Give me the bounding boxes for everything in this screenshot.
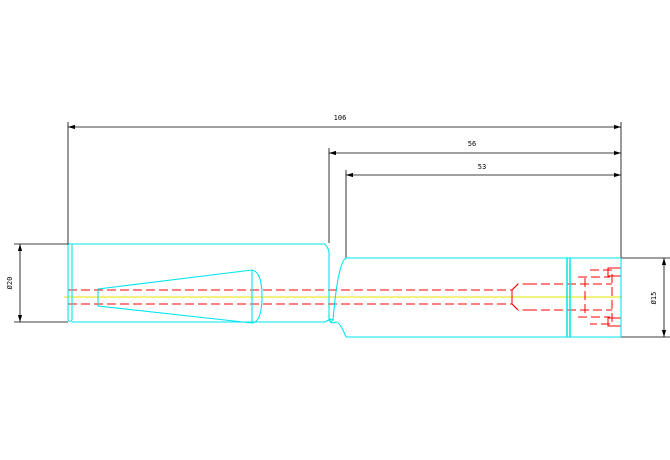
head-flange (67, 242, 73, 323)
dimension-head-diameter (14, 243, 68, 323)
hidden-slot-top (607, 267, 622, 277)
hidden-slot-outline (590, 269, 613, 325)
dimension-overall (67, 122, 622, 258)
shaft-length-label: 53 (478, 163, 486, 171)
part-outline (67, 242, 622, 338)
hidden-slot-bottom (607, 317, 622, 327)
hidden-bore-end (511, 283, 519, 311)
shoulder-lower-curve (328, 317, 347, 338)
dimension-shaft-diameter (621, 257, 670, 338)
shaft-diameter-label: Ø15 (650, 292, 658, 305)
tapered-cone (97, 269, 263, 324)
dimension-body (328, 148, 621, 243)
dimension-shaft (345, 170, 621, 258)
head-diameter-label: Ø20 (6, 277, 14, 290)
shoulder-fillet-bottom (324, 318, 334, 323)
overall-length-label: 106 (334, 114, 347, 122)
shoulder-collar (324, 243, 347, 323)
body-length-label: 56 (468, 140, 476, 148)
